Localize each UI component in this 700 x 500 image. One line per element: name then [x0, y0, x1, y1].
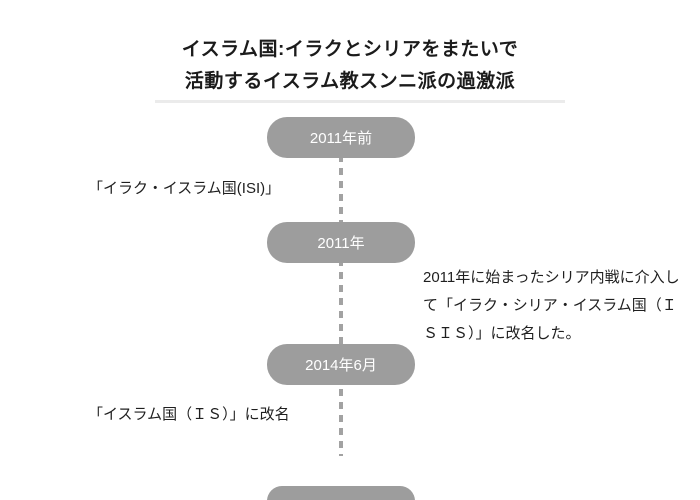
- annotation-isis: 2011年に始まったシリア内戦に介入し て「イラク・シリア・イスラム国（Ｉ ＳＩ…: [423, 264, 680, 348]
- annotation-isis-line-1: 2011年に始まったシリア内戦に介入し: [423, 269, 680, 286]
- annotation-isis-line-2: て「イラク・シリア・イスラム国（Ｉ: [423, 297, 677, 314]
- annotation-isis-line-3: ＳＩＳ）」に改名した。: [423, 325, 581, 342]
- page-title: イスラム国:イラクとシリアをまたいで 活動するイスラム教スンニ派の過激派: [0, 34, 700, 98]
- page-title-line-2: 活動するイスラム教スンニ派の過激派: [184, 71, 516, 92]
- timeline-node-june-2014: 2014年6月: [267, 344, 415, 385]
- annotation-isi: 「イラク・イスラム国(ISI)」: [88, 180, 281, 197]
- timeline-connector-dotted-line: [339, 155, 343, 456]
- timeline-node-before-2011: 2011年前: [267, 117, 415, 158]
- page-title-line-1: イスラム国:イラクとシリアをまたいで: [181, 39, 519, 60]
- timeline-node-label: 2014年6月: [305, 357, 377, 374]
- timeline-node-label: 2011年前: [309, 130, 373, 147]
- timeline-node-partial-cutoff: [267, 486, 415, 500]
- annotation-is-rename: 「イスラム国（ＩＳ）」に改名: [88, 406, 290, 423]
- timeline-node-2011: 2011年: [267, 222, 415, 263]
- title-divider: [155, 100, 565, 103]
- timeline-node-label: 2011年: [317, 235, 365, 252]
